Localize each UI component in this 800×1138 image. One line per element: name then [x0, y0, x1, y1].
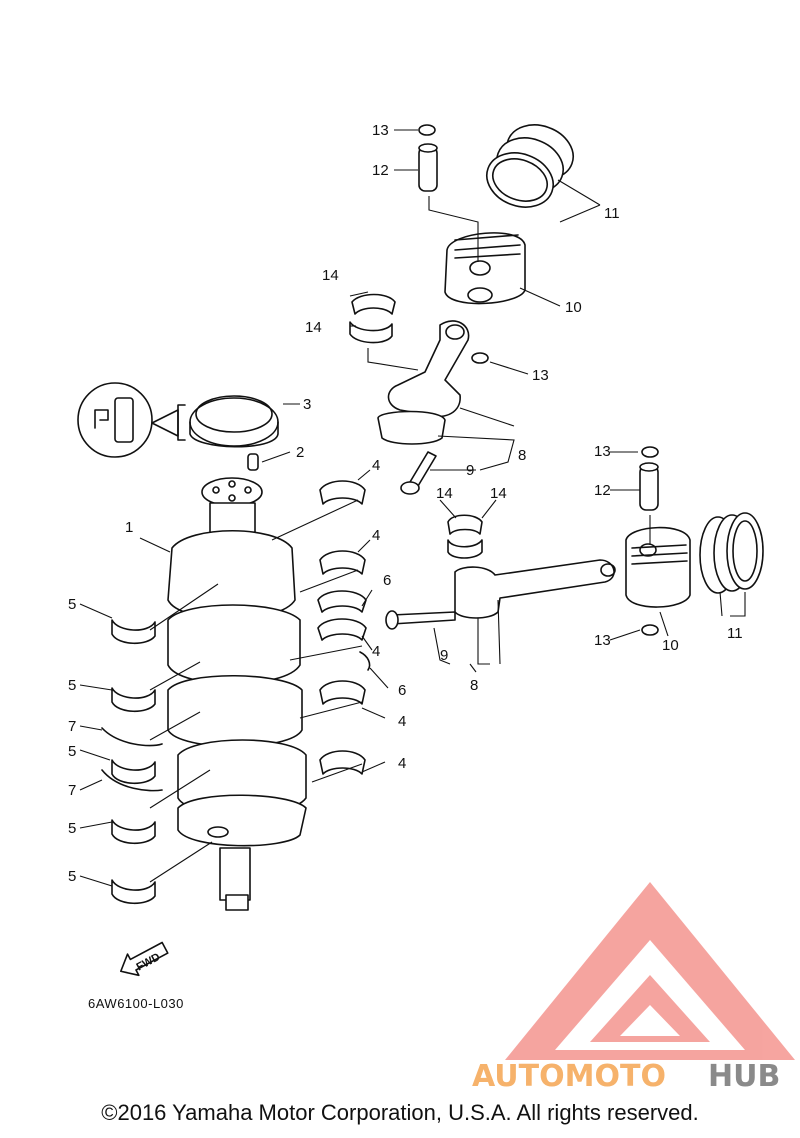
oil-seal — [189, 395, 279, 448]
callout-7-b: 7 — [68, 782, 76, 799]
callout-11-a: 11 — [604, 205, 620, 222]
callout-13-a: 13 — [372, 122, 389, 139]
watermark-word-orange: AUTOMOTO — [472, 1059, 666, 1094]
callout-8-b: 8 — [470, 677, 478, 694]
callout-4-e: 4 — [398, 755, 406, 772]
callout-4-a: 4 — [372, 457, 380, 474]
main-bearings-lower — [111, 619, 156, 905]
piston-top — [444, 232, 526, 305]
connecting-rod-top — [377, 320, 470, 445]
callout-6-a: 6 — [383, 572, 391, 589]
piston-pin-clip-top-lower — [471, 352, 489, 364]
callout-13-b: 13 — [532, 367, 549, 384]
callout-9-a: 9 — [466, 462, 474, 479]
watermark-word-gray: HUB — [708, 1059, 780, 1094]
piston-pin-clip-right-upper — [641, 446, 659, 458]
watermark-logo — [505, 882, 795, 1060]
callout-5-a: 5 — [68, 596, 76, 613]
piston-pin-clip-right-lower — [641, 624, 659, 636]
thrust-bearings — [317, 590, 371, 671]
crankshaft — [167, 477, 307, 911]
crank-bearing-half-right — [447, 514, 483, 559]
callout-1: 1 — [125, 519, 133, 536]
callout-12-a: 12 — [372, 162, 389, 179]
rod-bolt-top — [400, 451, 437, 495]
callout-12-b: 12 — [594, 482, 611, 499]
callout-7-a: 7 — [68, 718, 76, 735]
main-bearings-upper — [319, 480, 366, 775]
crank-bearing-half-top — [349, 293, 396, 344]
callout-6-b: 6 — [398, 682, 406, 699]
callout-8-a: 8 — [518, 447, 526, 464]
reference-code: 6AW6100-L030 — [88, 996, 184, 1011]
piston-pin-top — [418, 143, 438, 192]
callout-labels: 13 12 11 14 10 14 13 3 2 8 9 4 13 12 14 … — [68, 122, 743, 885]
callout-4-c: 4 — [372, 643, 380, 660]
connecting-rod-right — [454, 559, 616, 619]
seal-detail-callout — [77, 382, 186, 458]
callout-5-e: 5 — [68, 868, 76, 885]
callout-14-a: 14 — [322, 267, 339, 284]
callout-14-c: 14 — [436, 485, 453, 502]
piston-pin-right — [639, 462, 659, 511]
callout-3: 3 — [303, 396, 311, 413]
callout-11-b: 11 — [727, 625, 743, 642]
callout-9-b: 9 — [440, 647, 448, 664]
thrust-washers — [101, 727, 163, 792]
callout-10-a: 10 — [565, 299, 582, 316]
copyright-notice: ©2016 Yamaha Motor Corporation, U.S.A. A… — [101, 1100, 699, 1125]
callout-13-d: 13 — [594, 632, 611, 649]
callout-13-c: 13 — [594, 443, 611, 460]
callout-14-d: 14 — [490, 485, 507, 502]
piston-right — [625, 526, 691, 608]
dowel-pin — [247, 453, 259, 471]
leader-lines — [79, 129, 746, 887]
callout-4-b: 4 — [372, 527, 380, 544]
callout-5-c: 5 — [68, 743, 76, 760]
callout-4-d: 4 — [398, 713, 406, 730]
callout-10-b: 10 — [662, 637, 679, 654]
piston-ring-set-top — [486, 124, 574, 208]
piston-pin-clip-top-upper — [418, 124, 436, 136]
callout-5-b: 5 — [68, 677, 76, 694]
piston-ring-set-right — [699, 512, 764, 594]
callout-5-d: 5 — [68, 820, 76, 837]
callout-14-b: 14 — [305, 319, 322, 336]
fwd-arrow — [120, 941, 169, 977]
callout-2: 2 — [296, 444, 304, 461]
rod-bolt-right — [385, 610, 456, 630]
